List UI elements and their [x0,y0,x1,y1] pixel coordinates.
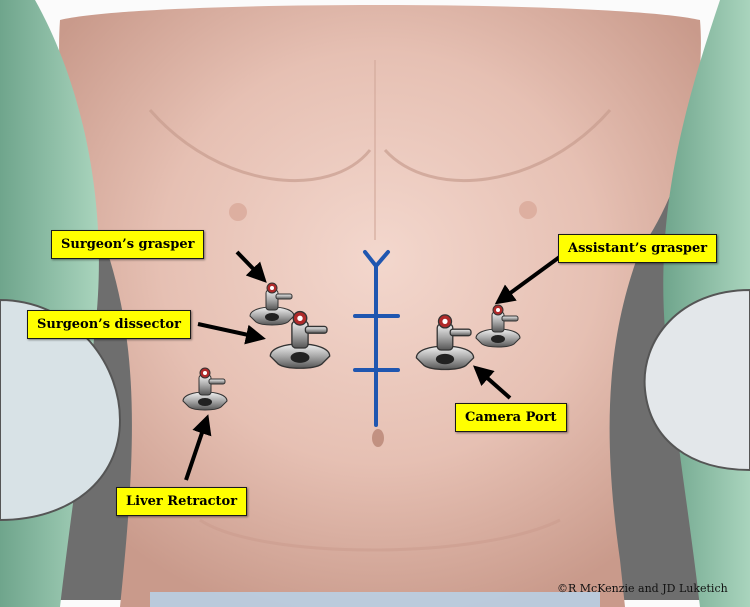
label-liver-retractor: Liver Retractor [116,487,247,516]
label-camera-port: Camera Port [455,403,567,432]
copyright-notice: ©R McKenzie and JD Luketich [557,582,728,595]
label-surgeons-dissector: Surgeon’s dissector [27,310,191,339]
label-assistants-grasper: Assistant’s grasper [558,234,717,263]
label-surgeons-grasper: Surgeon’s grasper [51,230,204,259]
